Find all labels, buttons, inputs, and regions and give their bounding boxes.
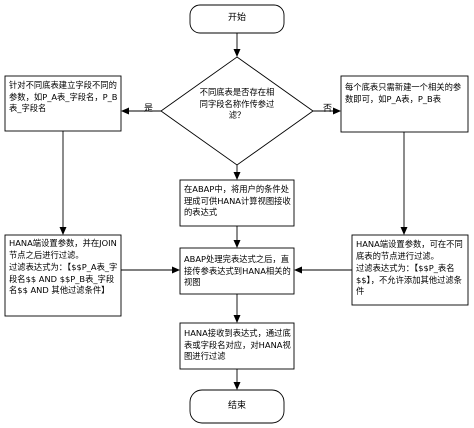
right-top-box — [340, 75, 469, 133]
abap-receive-label: 在ABAP中，将用户的条件处理成可供HANA计算视图接收的表达式 — [184, 184, 291, 218]
end-terminal — [189, 389, 285, 424]
edge-label-yes: 是 — [144, 104, 154, 114]
start-label: 开始 — [227, 13, 246, 23]
right-bottom-label-2: 过滤表达式为：【$$P_表名$$】，不允许添加其他过滤条件 — [356, 263, 462, 297]
left-bottom-label-2: 过滤表达式为：【$$P_A表_字段名$$ AND $$P_B表_字段名$$ AN… — [9, 262, 118, 296]
abap-pass-label: ABAP处理完表达式之后，直接传参表达式到HANA相关的视图 — [184, 254, 291, 288]
edge-label-no: 否 — [323, 104, 333, 114]
left-bottom-label-1: HANA端设置参数，并在JOIN节点之后进行过滤。 — [9, 238, 117, 260]
right-top-label: 每个底表只需新建一个相关的参数即可，如P_A表，P_B表 — [345, 82, 462, 104]
hana-filter-label: HANA接收到表达式，通过底表或字段名对应，对HANA视图进行过滤 — [184, 328, 291, 362]
left-top-label: 针对不同底表建立字段不同的参数，如P_A表_字段名，P_B表_字段名 — [9, 80, 118, 114]
decision-label: 不同底表是否存在相同字段名称作传参过滤？ — [199, 87, 275, 121]
left-bottom-box — [4, 234, 122, 317]
end-label: 结束 — [227, 401, 246, 411]
right-bottom-label-1: HANA端设置参数，可在不同底表的节点进行过滤。 — [356, 239, 463, 261]
